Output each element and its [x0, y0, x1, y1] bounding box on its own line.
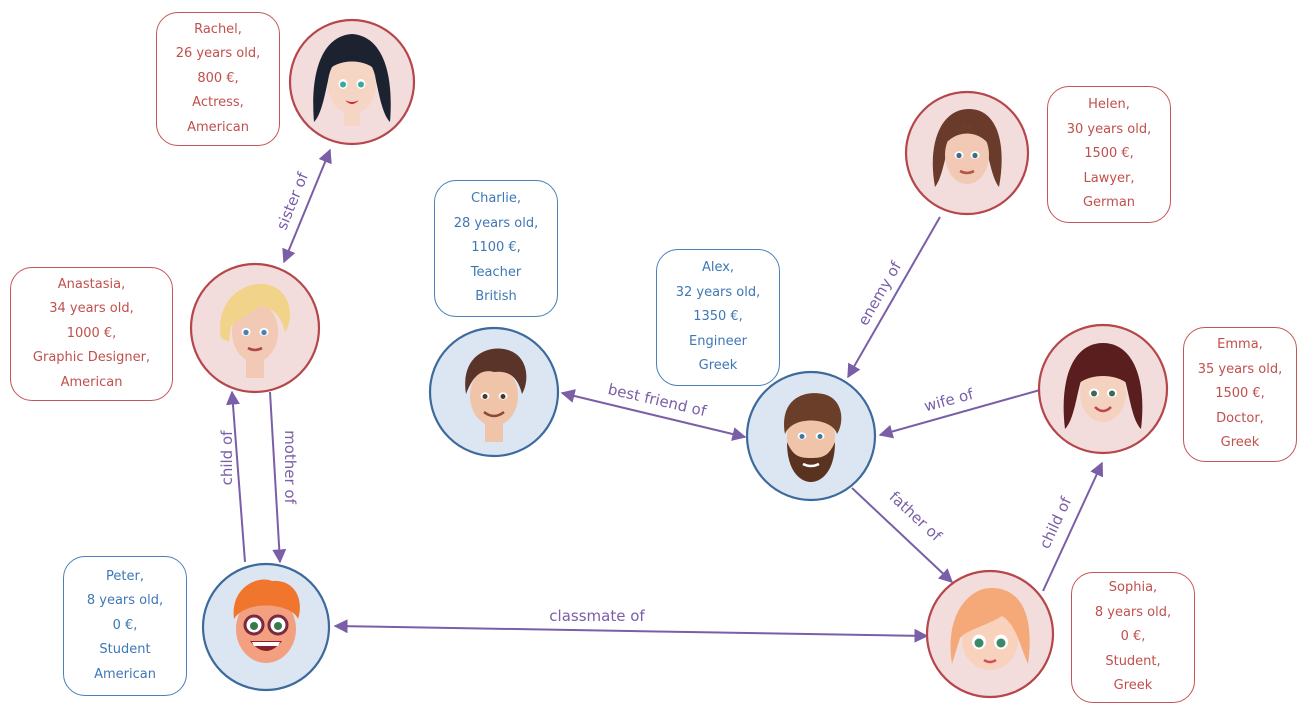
edge-sister-of	[282, 148, 332, 264]
anastasia-avatar-icon	[220, 283, 291, 378]
emma-nationality: Greek	[1220, 435, 1260, 451]
node-rachel	[288, 18, 416, 146]
card-alex: Alex, 32 years old, 1350 €, Engineer Gre…	[656, 249, 780, 386]
alex-avatar-icon	[784, 393, 842, 482]
alex-name: Alex,	[701, 260, 735, 276]
rachel-avatar-icon	[313, 34, 391, 126]
edge-best-friend-of	[560, 389, 747, 441]
label-sister-of: sister of	[273, 169, 313, 232]
edge-father-of	[851, 487, 954, 583]
rachel-name: Rachel,	[194, 21, 242, 37]
sophia-avatar-icon	[950, 587, 1030, 670]
anastasia-salary: 1000 €,	[66, 325, 117, 341]
card-helen: Helen, 30 years old, 1500 €, Lawyer, Ger…	[1047, 86, 1171, 223]
emma-salary: 1500 €,	[1215, 386, 1265, 402]
charlie-salary: 1100 €,	[471, 240, 521, 256]
helen-avatar-icon	[932, 109, 1002, 187]
node-emma	[1037, 323, 1169, 455]
peter-avatar-icon	[233, 579, 300, 663]
node-sophia	[925, 569, 1055, 699]
sophia-salary: 0 €,	[1120, 629, 1146, 645]
charlie-nationality: British	[475, 289, 517, 305]
card-charlie: Charlie, 28 years old, 1100 €, Teacher B…	[434, 180, 558, 317]
peter-job: Student	[99, 642, 151, 658]
edge-child-of-right	[1042, 461, 1104, 592]
node-anastasia	[189, 262, 321, 394]
charlie-avatar-icon	[465, 348, 527, 442]
edge-mother-of	[269, 391, 287, 564]
label-mother-of: mother of	[281, 430, 299, 505]
emma-job: Doctor,	[1216, 410, 1264, 426]
anastasia-name: Anastasia,	[57, 276, 126, 292]
card-anastasia: Anastasia, 34 years old, 1000 €, Graphic…	[10, 267, 173, 401]
label-classmate-of: classmate of	[549, 607, 645, 625]
rachel-nationality: American	[187, 119, 249, 135]
card-peter: Peter, 8 years old, 0 €, Student America…	[63, 556, 187, 696]
peter-salary: 0 €,	[112, 617, 138, 633]
helen-name: Helen,	[1088, 97, 1130, 113]
peter-nationality: American	[94, 666, 156, 682]
helen-nationality: German	[1082, 195, 1136, 211]
helen-job: Lawyer,	[1083, 170, 1135, 186]
anastasia-age: 34 years old,	[49, 301, 134, 317]
edge-classmate-of	[333, 619, 929, 643]
alex-job: Engineer	[689, 333, 747, 349]
edge-enemy-of	[847, 216, 941, 379]
emma-age: 35 years old,	[1197, 361, 1283, 377]
sophia-job: Student,	[1105, 653, 1161, 669]
helen-salary: 1500 €,	[1084, 146, 1134, 162]
sophia-nationality: Greek	[1113, 678, 1153, 694]
anastasia-job: Graphic Designer,	[32, 350, 151, 366]
anastasia-nationality: American	[60, 374, 123, 390]
emma-name: Emma,	[1217, 337, 1263, 353]
peter-name: Peter,	[106, 568, 144, 584]
edges	[225, 148, 1104, 643]
node-charlie	[428, 326, 560, 458]
emma-avatar-icon	[1063, 343, 1143, 429]
rachel-job: Actress,	[192, 95, 244, 111]
label-father-of: father of	[886, 488, 946, 546]
charlie-name: Charlie,	[471, 191, 521, 207]
card-emma: Emma, 35 years old, 1500 €, Doctor, Gree…	[1183, 327, 1297, 462]
rachel-age: 26 years old,	[175, 46, 261, 62]
label-enemy-of: enemy of	[854, 258, 905, 329]
charlie-job: Teacher	[470, 264, 522, 280]
label-child-of-right: child of	[1036, 494, 1076, 552]
helen-age: 30 years old,	[1066, 121, 1152, 137]
card-sophia: Sophia, 8 years old, 0 €, Student, Greek	[1071, 572, 1195, 703]
alex-salary: 1350 €,	[693, 309, 743, 325]
card-rachel: Rachel, 26 years old, 800 €, Actress, Am…	[156, 12, 280, 146]
node-peter	[201, 562, 331, 692]
alex-age: 32 years old,	[675, 284, 761, 300]
node-alex	[745, 370, 877, 502]
rachel-salary: 800 €,	[197, 70, 239, 86]
node-helen	[904, 90, 1030, 216]
edge-child-of-left	[225, 390, 246, 563]
sophia-age: 8 years old,	[1094, 604, 1172, 620]
edge-wife-of	[878, 389, 1041, 439]
peter-age: 8 years old,	[86, 593, 164, 609]
charlie-age: 28 years old,	[453, 215, 539, 231]
label-child-of-left: child of	[218, 430, 236, 486]
sophia-name: Sophia,	[1108, 580, 1158, 596]
alex-nationality: Greek	[698, 358, 738, 374]
label-best-friend-of: best friend of	[606, 380, 708, 420]
